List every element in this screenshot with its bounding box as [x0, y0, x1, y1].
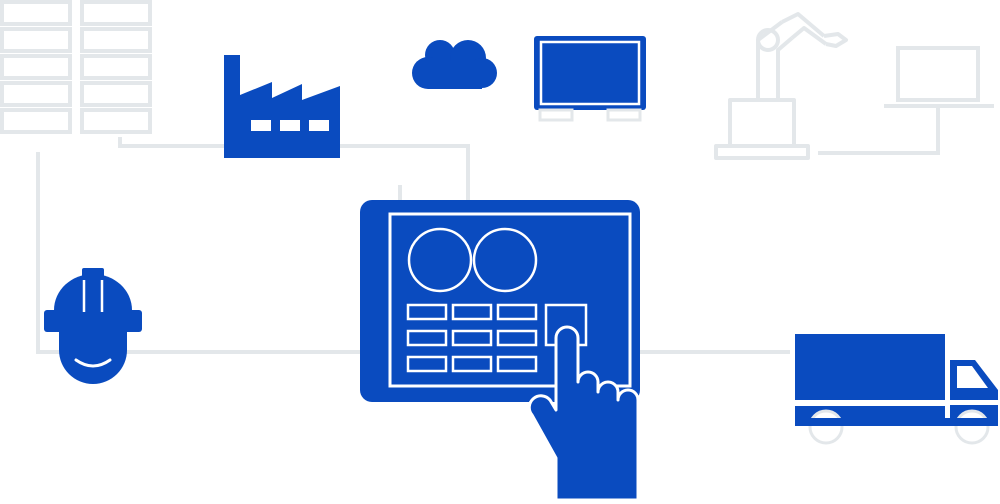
hand-pointer-icon — [527, 325, 640, 502]
laptop-icon — [884, 46, 994, 108]
monitor-icon — [534, 36, 646, 122]
connector-server-worker — [36, 152, 360, 354]
touch-tablet-icon — [360, 200, 640, 402]
server-rack-icon — [0, 0, 152, 134]
worker-hardhat-icon — [44, 268, 142, 384]
delivery-truck-icon — [795, 334, 998, 445]
robot-arm-icon — [714, 12, 848, 160]
dial-right — [472, 227, 538, 293]
connector-lines — [36, 108, 940, 354]
cloud-icon — [412, 40, 497, 89]
dial-left — [407, 227, 473, 293]
connector-robot-laptop — [818, 108, 940, 155]
factory-icon — [224, 55, 340, 158]
